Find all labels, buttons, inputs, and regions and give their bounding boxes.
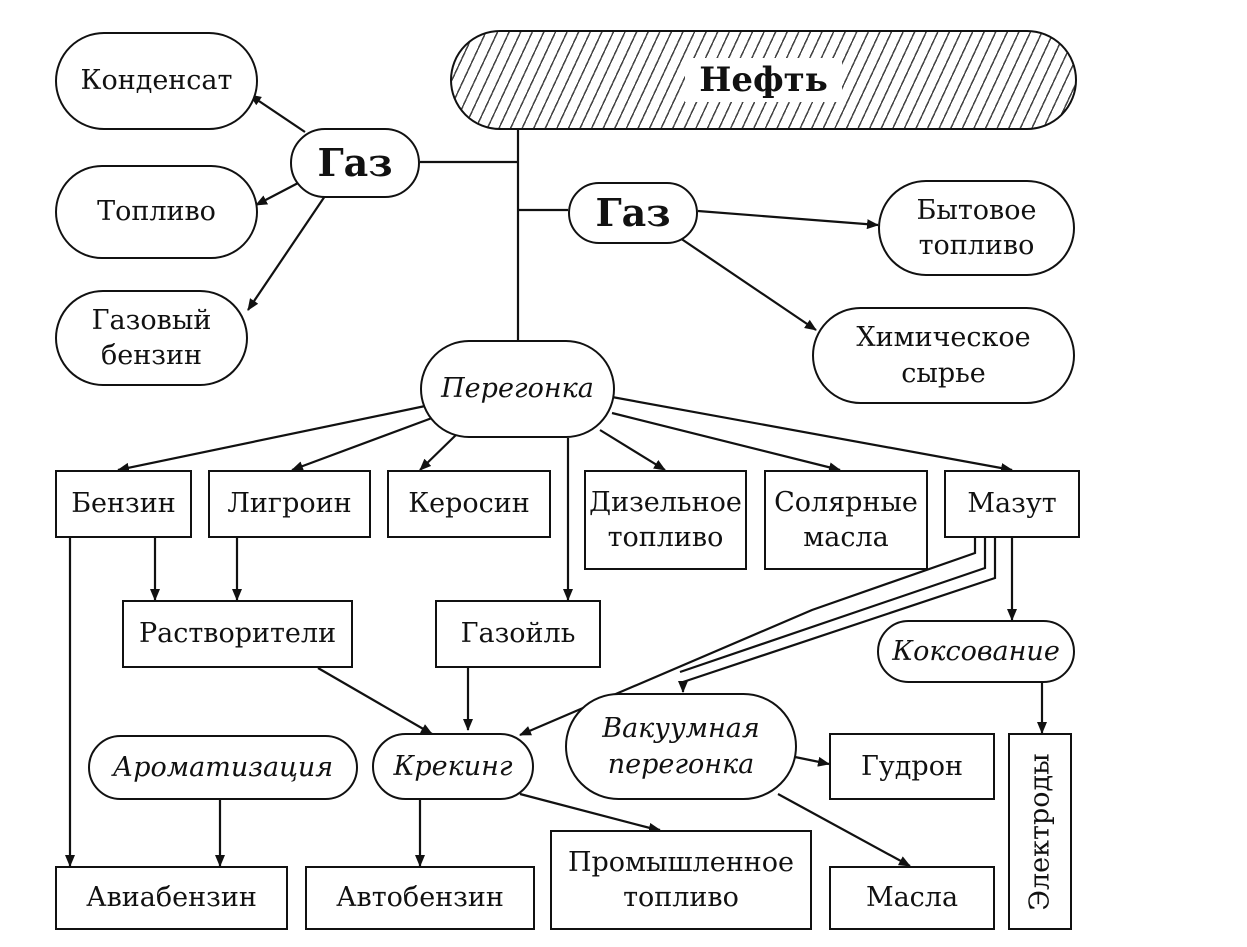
mazut-label: Мазут: [967, 488, 1057, 520]
dizelnoe-toplivo-label: Дизельное топливо: [589, 486, 742, 553]
elektrody-node: Электроды: [1008, 733, 1072, 930]
gas-left-node: Газ: [290, 128, 420, 198]
ligroin-label: Лигроин: [227, 488, 352, 520]
arrow-gas-to-kondensat: [249, 94, 306, 133]
arrow-peregonka-to-mazut: [611, 395, 1013, 473]
kerosin-label: Керосин: [408, 488, 530, 520]
mazut-double-line-a: [679, 538, 987, 674]
mazut-double-line-b: [678, 538, 997, 693]
benzin-node: Бензин: [55, 470, 192, 538]
masla-label: Масла: [865, 882, 959, 914]
arrow-peregonka-to-solyarnye: [611, 411, 841, 473]
arrow-gas-to-toplivo: [255, 181, 301, 206]
aromatizaciya-node: Ароматизация: [88, 735, 358, 800]
solyarnye-masla-label: Солярные масла: [774, 486, 918, 553]
koksovanie-node: Коксование: [877, 620, 1075, 683]
neft-label: Нефть: [685, 57, 842, 103]
peregonka-label: Перегонка: [441, 373, 594, 405]
promyshlennoe-toplivo-node: Промышленное топливо: [550, 830, 812, 930]
arrow-gas-to-bytovoe: [697, 209, 879, 230]
arrow-kreking-to-promyshlennoe: [519, 792, 661, 833]
aromatizaciya-label: Ароматизация: [112, 751, 334, 783]
promyshlennoe-toplivo-label: Промышленное топливо: [567, 846, 795, 913]
neft-node: Нефть: [450, 30, 1077, 130]
solyarnye-masla-node: Солярные масла: [764, 470, 928, 570]
mazut-node: Мазут: [944, 470, 1080, 538]
kondensat-label: Конденсат: [80, 65, 233, 97]
koksovanie-label: Коксование: [892, 635, 1060, 667]
kreking-node: Крекинг: [372, 733, 534, 800]
bytovoe-toplivo-node: Бытовое топливо: [878, 180, 1075, 276]
gas-right-node: Газ: [568, 182, 698, 244]
gazoil-label: Газойль: [460, 618, 576, 650]
arrow-mazut-to-kreking: [519, 538, 977, 737]
elektrody-label: Электроды: [1024, 752, 1056, 911]
arrow-peregonka-to-benzin: [117, 403, 431, 473]
toplivo-label: Топливо: [97, 196, 216, 228]
arrow-vakuum-to-masla: [777, 793, 911, 867]
gas-left-label: Газ: [317, 140, 393, 186]
gazoil-node: Газойль: [435, 600, 601, 668]
vakuumnaya-peregonka-node: Вакуумная перегонка: [565, 693, 797, 800]
gas-right-label: Газ: [595, 190, 671, 236]
vakuumnaya-peregonka-label: Вакуумная перегонка: [602, 713, 760, 780]
himicheskoe-syrye-label: Химическое сырье: [856, 322, 1031, 389]
arrow-peregonka-to-dizel: [599, 429, 666, 471]
arrow-rastvoriteli-to-kreking: [317, 667, 433, 735]
aviabenzin-node: Авиабензин: [55, 866, 288, 930]
avtobenzin-node: Автобензин: [305, 866, 535, 930]
arrow-gas-to-himicheskoe: [679, 237, 817, 331]
toplivo-node: Топливо: [55, 165, 258, 259]
bytovoe-toplivo-label: Бытовое топливо: [916, 194, 1037, 261]
dizelnoe-toplivo-node: Дизельное топливо: [584, 470, 747, 570]
aviabenzin-label: Авиабензин: [86, 882, 257, 914]
arrow-peregonka-to-ligroin: [291, 416, 433, 472]
benzin-label: Бензин: [71, 488, 176, 520]
arrow-vakuum-to-gudron: [794, 755, 830, 767]
gazovyi-benzin-label: Газовый бензин: [91, 304, 212, 371]
arrow-gas-to-gazovyi-benzin: [247, 195, 326, 311]
kondensat-node: Конденсат: [55, 32, 258, 130]
kerosin-node: Керосин: [387, 470, 551, 538]
arrow-peregonka-to-kerosin: [419, 432, 459, 471]
kreking-label: Крекинг: [393, 750, 513, 782]
gazovyi-benzin-node: Газовый бензин: [55, 290, 248, 386]
masla-node: Масла: [829, 866, 995, 930]
rastvoriteli-label: Растворители: [138, 618, 337, 650]
gudron-label: Гудрон: [861, 750, 963, 782]
rastvoriteli-node: Растворители: [122, 600, 353, 668]
himicheskoe-syrye-node: Химическое сырье: [812, 307, 1075, 404]
ligroin-node: Лигроин: [208, 470, 371, 538]
avtobenzin-label: Автобензин: [336, 882, 504, 914]
gudron-node: Гудрон: [829, 733, 995, 800]
peregonka-node: Перегонка: [420, 340, 615, 438]
